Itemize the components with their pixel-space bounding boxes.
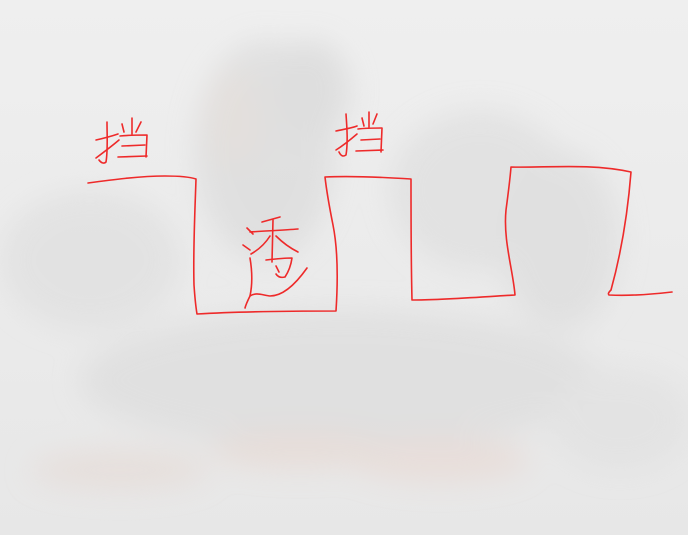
square-wave-outline [87, 165, 673, 315]
label-right-glyph [335, 111, 384, 157]
label-left-glyph [95, 117, 148, 164]
label-center-glyph [242, 216, 308, 309]
